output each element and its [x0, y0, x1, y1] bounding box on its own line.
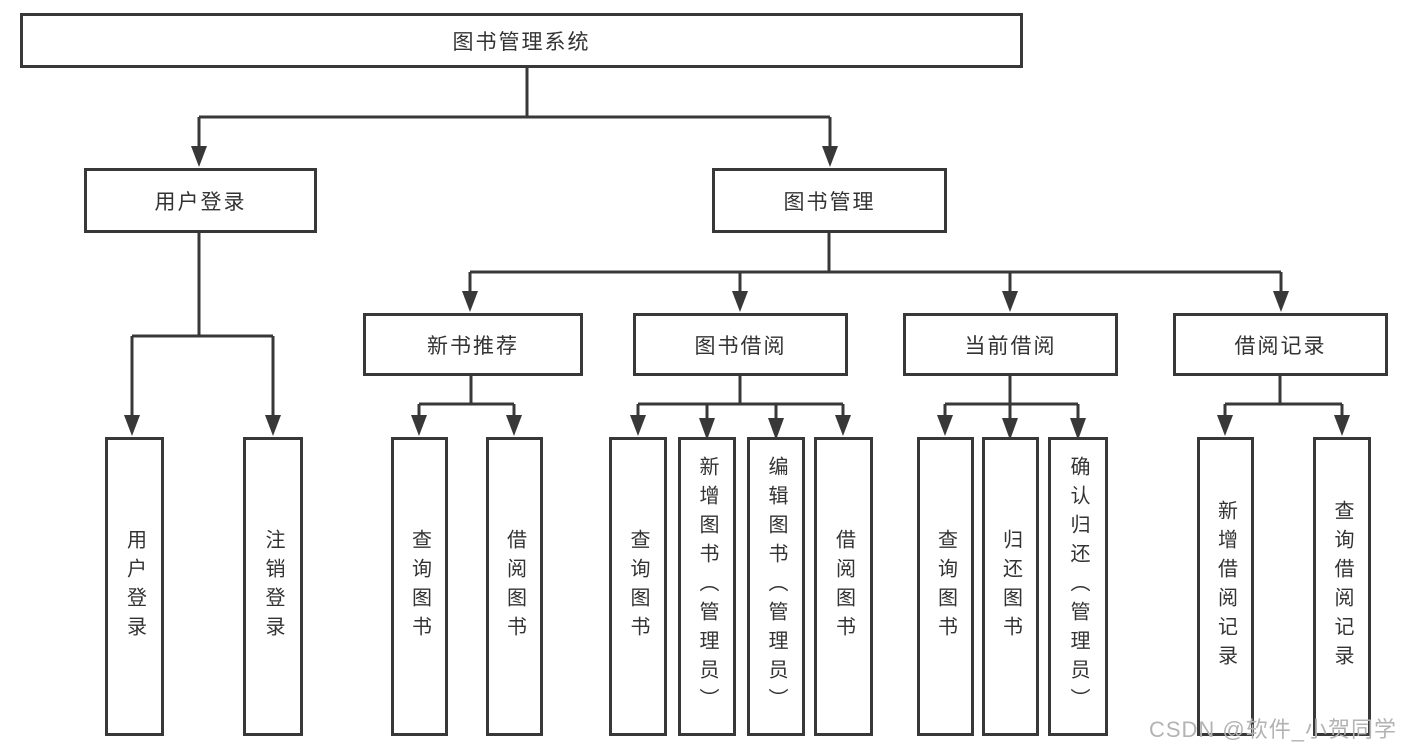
node-root-library-system: 图书管理系统	[20, 13, 1023, 68]
node-label: 借阅记录	[1234, 334, 1327, 358]
leaf-borrow-book-1: 借阅图书	[486, 437, 543, 736]
node-label: 图书管理	[783, 190, 876, 214]
node-book-borrow: 图书借阅	[633, 313, 848, 376]
node-label: 确认归还（管理员）	[1067, 456, 1089, 717]
node-label: 归还图书	[999, 528, 1022, 645]
node-book-management: 图书管理	[712, 168, 947, 233]
node-label: 新书推荐	[427, 334, 519, 358]
node-borrow-records: 借阅记录	[1173, 313, 1388, 376]
node-user-login: 用户登录	[84, 168, 317, 233]
node-label: 图书借阅	[694, 334, 787, 358]
node-current-borrow: 当前借阅	[903, 313, 1118, 376]
node-new-book-recommend: 新书推荐	[363, 313, 583, 376]
leaf-return-book: 归还图书	[982, 437, 1039, 736]
leaf-add-borrow-record: 新增借阅记录	[1197, 437, 1254, 736]
leaf-borrow-book-2: 借阅图书	[814, 437, 873, 736]
node-label: 查询借阅记录	[1331, 499, 1353, 674]
node-label: 图书管理系统	[452, 30, 591, 54]
leaf-logout: 注销登录	[243, 437, 303, 736]
arrowheads	[124, 146, 1350, 440]
node-label: 当前借阅	[964, 334, 1057, 358]
leaf-query-book-1: 查询图书	[391, 437, 448, 736]
leaf-query-book-2: 查询图书	[609, 437, 667, 736]
node-label: 用户登录	[154, 190, 247, 214]
node-label: 新增图书（管理员）	[696, 456, 718, 717]
leaf-confirm-return-admin: 确认归还（管理员）	[1048, 437, 1108, 736]
node-label: 查询图书	[408, 528, 431, 645]
leaf-edit-book-admin: 编辑图书（管理员）	[747, 437, 805, 736]
node-label: 借阅图书	[503, 528, 526, 645]
node-label: 编辑图书（管理员）	[765, 456, 787, 717]
node-label: 用户登录	[123, 528, 146, 645]
leaf-add-book-admin: 新增图书（管理员）	[678, 437, 736, 736]
node-label: 借阅图书	[832, 528, 855, 645]
leaf-query-book-3: 查询图书	[917, 437, 974, 736]
leaf-user-login: 用户登录	[105, 437, 164, 736]
node-label: 查询图书	[934, 528, 957, 645]
node-label: 注销登录	[262, 528, 284, 645]
node-label: 查询图书	[627, 528, 649, 645]
node-label: 新增借阅记录	[1214, 499, 1237, 674]
leaf-query-borrow-record: 查询借阅记录	[1313, 437, 1371, 736]
csdn-watermark: CSDN @软件_小贺同学	[1148, 717, 1397, 742]
